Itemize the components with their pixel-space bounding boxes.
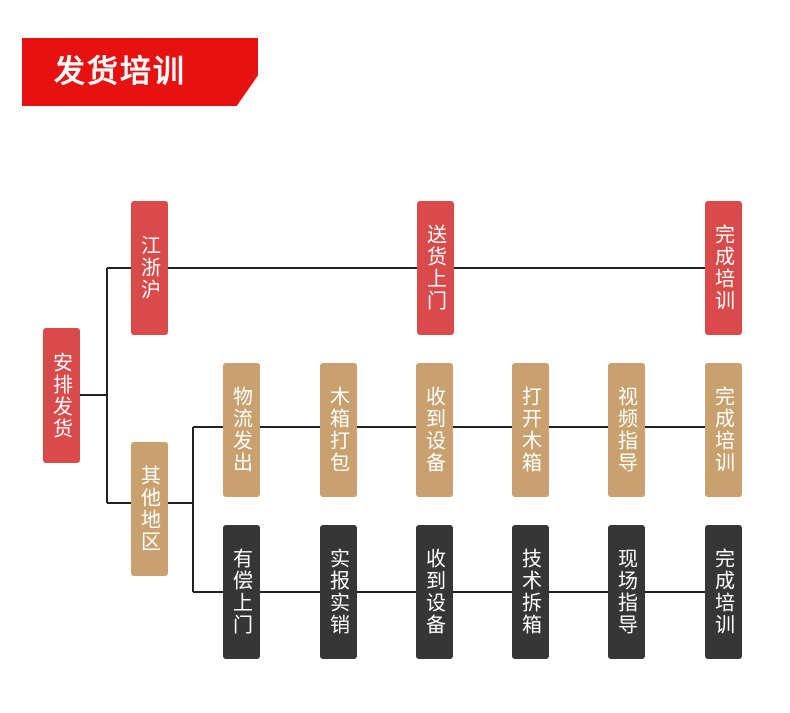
node-other-tan-step: 视频指导 [608, 363, 645, 497]
node-other-tan-step: 完成培训 [705, 363, 742, 497]
node-jzh-step: 送货上门 [417, 201, 454, 335]
node-other-dark-step: 收到设备 [416, 525, 453, 659]
node-other-dark-step: 有偿上门 [223, 525, 260, 659]
node-root: 安排发货 [43, 328, 80, 463]
node-zone-jzh: 江浙沪 [131, 201, 168, 335]
node-other-dark-step: 实报实销 [320, 525, 357, 659]
node-other-dark-step: 技术拆箱 [512, 525, 549, 659]
node-other-tan-step: 收到设备 [416, 363, 453, 497]
page-title: 发货培训 [54, 54, 186, 90]
node-jzh-step: 完成培训 [705, 201, 742, 335]
node-other-tan-step: 打开木箱 [512, 363, 549, 497]
title-banner [22, 38, 258, 106]
other-branch-connector [168, 427, 194, 592]
node-zone-other: 其他地区 [131, 442, 168, 576]
root-to-zones-connector [79, 267, 131, 504]
node-other-tan-step: 物流发出 [223, 363, 260, 497]
node-other-tan-step: 木箱打包 [320, 363, 357, 497]
node-other-dark-step: 完成培训 [705, 525, 742, 659]
node-other-dark-step: 现场指导 [608, 525, 645, 659]
